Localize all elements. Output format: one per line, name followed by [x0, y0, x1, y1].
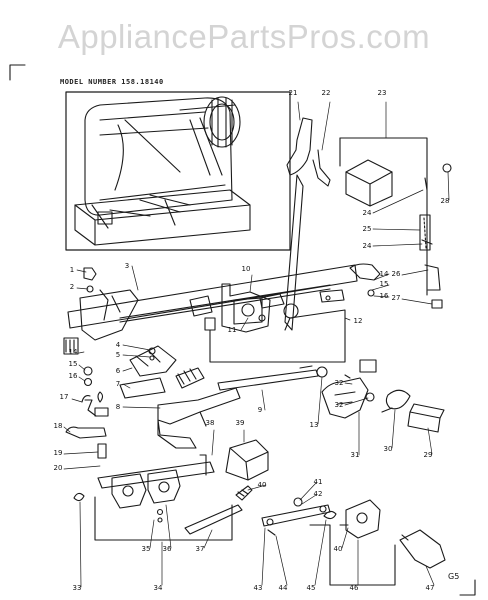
center-bracket-assembly	[204, 283, 346, 363]
part-number-label: 27	[392, 294, 401, 302]
part-number-label: 7	[116, 380, 120, 388]
lower-assembly	[73, 439, 446, 586]
part-number-label: 15	[69, 360, 78, 368]
page-code: G5	[448, 572, 460, 581]
part-number-label: 8	[116, 403, 120, 411]
part-number-label: 44	[279, 584, 288, 592]
part-number-label: 23	[378, 89, 387, 97]
part-number-label: 19	[54, 449, 63, 457]
part-number-label: 25	[363, 225, 372, 233]
part-number-label: 17	[60, 393, 69, 401]
part-number-label: 11	[228, 326, 237, 334]
part-number-label: 37	[196, 545, 205, 553]
part-number-label: 22	[322, 89, 331, 97]
part-number-label: 3	[125, 262, 129, 270]
leader-lines	[63, 101, 450, 588]
part-number-label: 15	[380, 280, 389, 288]
part-number-label: 14	[69, 348, 78, 356]
part-number-label: 30	[384, 445, 393, 453]
part-number-label: 28	[441, 197, 450, 205]
part-number-label: 26	[392, 270, 401, 278]
right-center-assembly	[321, 359, 445, 433]
part-number-label: 2	[70, 283, 74, 291]
part-number-label: 16	[380, 292, 389, 300]
machine-inset	[65, 91, 291, 251]
part-number-label: 1	[70, 266, 74, 274]
part-number-label: 10	[242, 265, 251, 273]
part-number-label: 16	[69, 372, 78, 380]
part-number-label: 18	[54, 422, 63, 430]
connecting-rod	[217, 365, 328, 391]
upper-right-assembly	[283, 117, 452, 331]
part-number-label: 41	[314, 478, 323, 486]
part-number-label: 32	[335, 401, 344, 409]
part-number-label: 5	[116, 351, 120, 359]
part-number-label: 13	[310, 421, 319, 429]
part-number-label: 29	[424, 451, 433, 459]
part-number-label: 24	[363, 242, 372, 250]
main-shaft-assembly	[63, 264, 358, 459]
part-number-label: 6	[116, 367, 121, 375]
part-number-label: 34	[154, 584, 163, 592]
part-number-label: 12	[354, 317, 363, 325]
part-number-label: 14	[380, 270, 389, 278]
part-number-label: 20	[54, 464, 63, 472]
part-number-label: 40	[258, 481, 267, 489]
part-number-label: 45	[307, 584, 316, 592]
part-number-label: 38	[206, 419, 215, 427]
part-number-label: 36	[163, 545, 172, 553]
model-number-label: MODEL NUMBER 158.18140	[60, 78, 164, 86]
part-number-label: 4	[116, 341, 121, 349]
watermark: AppliancePartsPros.com	[57, 18, 431, 55]
part-number-label: 32	[335, 379, 344, 387]
part-number-label: 31	[351, 451, 360, 459]
part-number-label: 33	[73, 584, 82, 592]
part-number-label: 21	[289, 89, 298, 97]
part-number-label: 39	[236, 419, 245, 427]
part-number-label: 9	[258, 406, 262, 414]
part-number-label: 46	[350, 584, 359, 592]
part-number-label: 35	[142, 545, 151, 553]
part-number-label: 40	[334, 545, 343, 553]
corner-mark	[9, 64, 26, 81]
part-number-label: 43	[254, 584, 263, 592]
corner-mark	[459, 579, 476, 596]
part-number-label: 42	[314, 490, 323, 498]
part-number-label: 24	[363, 209, 372, 217]
part-number-label: 47	[426, 584, 435, 592]
